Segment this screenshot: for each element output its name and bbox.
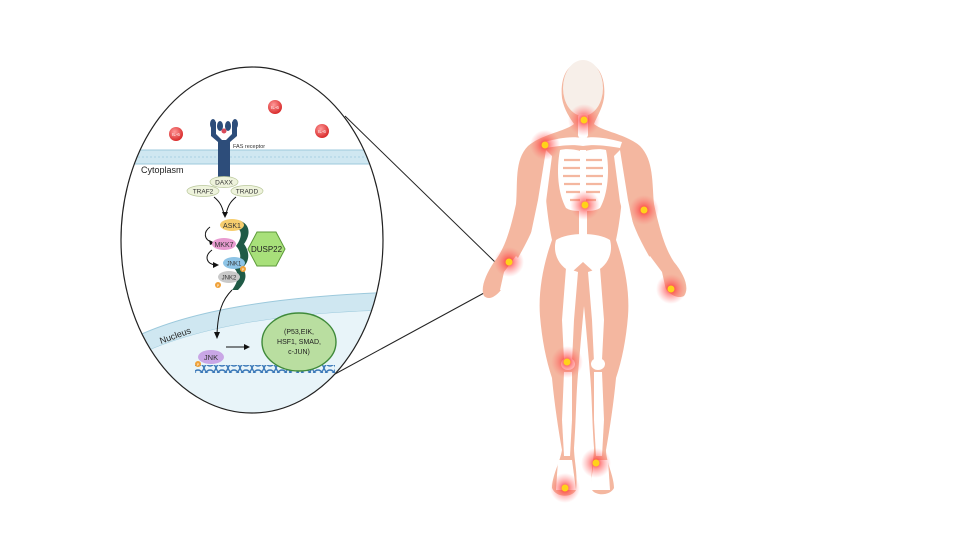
svg-text:JNK: JNK: [204, 353, 218, 362]
tradd-adaptor: TRADD: [230, 185, 264, 197]
daxx-adaptor: DAXX: [209, 176, 239, 188]
nuclear-jnk: JNK: [198, 350, 224, 364]
phospho-group: P: [195, 361, 201, 367]
svg-text:TRAF2: TRAF2: [193, 189, 214, 196]
il6-ligand: IL-6: [268, 100, 282, 114]
svg-text:c-JUN): c-JUN): [288, 349, 310, 356]
jnk1-kinase: JNK1: [223, 257, 245, 269]
zoom-ellipse-border: [120, 66, 384, 414]
fas-receptor-label: FAS receptor: [233, 144, 265, 150]
transcription-factors: (P53,EIK, HSF1, SMAD, c-JUN): [261, 312, 337, 372]
svg-text:DAXX: DAXX: [215, 180, 233, 187]
inflammation-site-left-shoulder: [530, 130, 560, 160]
pelvis: [554, 234, 612, 272]
traf2-adaptor: TRAF2: [186, 185, 220, 197]
cytoplasm-label: Cytoplasm: [141, 165, 184, 175]
svg-text:JNK2: JNK2: [222, 276, 237, 282]
svg-text:MKK7: MKK7: [214, 242, 233, 249]
inflammation-site-neck: [568, 104, 600, 136]
il6-ligand: IL-6: [169, 127, 183, 141]
mkk7-kinase: MKK7: [212, 238, 236, 250]
svg-text:TRADD: TRADD: [236, 189, 259, 196]
svg-text:DUSP22: DUSP22: [251, 245, 283, 254]
zoom-connector-upper: [344, 115, 496, 263]
kinase-scaffold: [232, 220, 249, 290]
translocation-arrow: [216, 289, 233, 335]
cell-zoom-panel: IL-6 IL-6 IL-6 FAS receptor Cytoplasm DA…: [120, 66, 384, 414]
jnk2-kinase: JNK2: [218, 271, 240, 283]
head: [563, 60, 603, 116]
svg-text:P: P: [197, 363, 200, 367]
inflammation-site-right-elbow: [629, 195, 659, 225]
svg-text:(P53,EIK,: (P53,EIK,: [284, 329, 314, 336]
svg-text:HSF1, SMAD,: HSF1, SMAD,: [277, 339, 321, 346]
inflammation-site-left-wrist: [494, 247, 524, 277]
inflammation-site-spine: [570, 190, 600, 220]
dna-strand: [195, 365, 335, 373]
svg-text:IL-6: IL-6: [318, 129, 326, 134]
inflammation-site-left-knee: [551, 346, 583, 378]
ask1-kinase: ASK1: [220, 219, 244, 231]
zoom-connector-lower: [323, 286, 496, 381]
body-silhouette: [482, 62, 687, 496]
phospho-group: P: [215, 282, 221, 288]
inflammation-site-right-wrist: [656, 274, 686, 304]
human-body-figure: [482, 60, 687, 503]
svg-text:JNK1: JNK1: [227, 262, 242, 268]
svg-text:IL-6: IL-6: [172, 132, 180, 137]
svg-text:ASK1: ASK1: [223, 223, 241, 230]
svg-text:IL-6: IL-6: [271, 105, 279, 110]
dusp22-phosphatase: DUSP22: [247, 231, 286, 267]
inflammation-site-left-ankle: [550, 473, 580, 503]
inflammation-site-right-ankle: [581, 448, 611, 478]
svg-text:P: P: [242, 268, 245, 272]
fas-receptor: [210, 119, 238, 178]
phospho-group: P: [240, 266, 246, 272]
svg-text:P: P: [217, 284, 220, 288]
il6-ligand: IL-6: [315, 124, 329, 138]
